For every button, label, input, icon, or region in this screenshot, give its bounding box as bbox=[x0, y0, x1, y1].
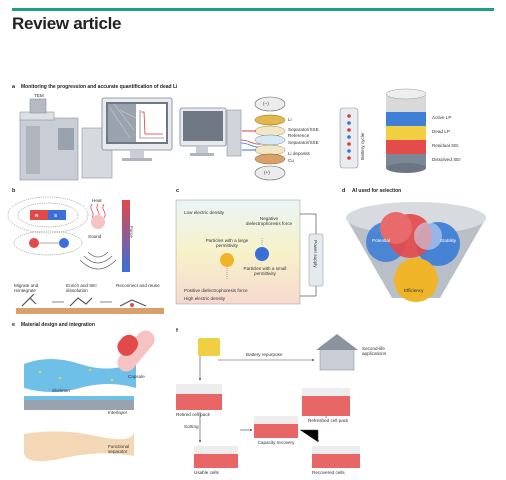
dielectrophoresis-graphic bbox=[175, 199, 324, 305]
negative-force-label: Negative dielectrophoresis force bbox=[245, 216, 293, 227]
panel-a-letter: a bbox=[12, 84, 16, 90]
small-permittivity-label: Particles with a small permittivity bbox=[243, 266, 287, 277]
functional-separator-graphic bbox=[24, 431, 134, 462]
battery-cycler-graphic bbox=[339, 107, 359, 169]
low-density-label: Low electric density bbox=[184, 210, 225, 215]
force-label: Force bbox=[129, 226, 134, 238]
minus-terminal-label: (−) bbox=[263, 101, 269, 106]
battery-cycler-label: Battery cycler bbox=[360, 132, 365, 160]
second-life-label: Second-life applications bbox=[362, 346, 387, 357]
skeleton-graphic bbox=[24, 359, 136, 392]
plus-terminal-label: (+) bbox=[264, 170, 270, 175]
tem-microscope-graphic bbox=[19, 98, 113, 181]
large-permittivity-label: Particles with a large permittivity bbox=[205, 238, 249, 249]
capacity-recovery-label: Capacity recovery bbox=[257, 440, 295, 445]
layer-active-lp: Active LP bbox=[432, 115, 452, 120]
capsule-label: Capsule bbox=[128, 374, 145, 379]
magnet-graphic bbox=[7, 196, 89, 256]
recovered-cells-label: Recovered cells bbox=[312, 470, 345, 475]
heat-label: Heat bbox=[92, 198, 102, 203]
cycler-monitor-graphic bbox=[179, 107, 263, 157]
positive-force-label: Positive dielectrophoresis force bbox=[184, 288, 248, 293]
usable-cells-label: Usable cells bbox=[194, 470, 219, 475]
sound-label: Sound bbox=[88, 234, 102, 239]
panel-e-title: Material design and integration bbox=[21, 322, 95, 328]
li-label: Li bbox=[288, 117, 292, 122]
power-supply-label: Power supply bbox=[313, 240, 318, 268]
panel-f-letter: f bbox=[176, 328, 178, 334]
step-enrich: Enrich and SEI dissolution bbox=[66, 283, 97, 294]
retired-cell-pack-graphic bbox=[176, 338, 222, 410]
layer-residual-sei: Residual SEI bbox=[432, 143, 459, 148]
battery-repurpose-label: Battery repurpose bbox=[246, 352, 283, 357]
interlayer-label: Interlayer bbox=[108, 410, 128, 415]
step-migrate: Migrate and reintegrate bbox=[14, 283, 39, 294]
tem-label: TEM bbox=[34, 93, 44, 98]
refreshed-pack-label: Refreshed cell pack bbox=[308, 418, 349, 423]
reference-label: Reference bbox=[288, 133, 310, 138]
retired-pack-label: Retired cell pack bbox=[176, 412, 210, 417]
header-accent-bar bbox=[12, 8, 494, 11]
force-gradient-bar bbox=[122, 200, 130, 272]
cu-label: Cu bbox=[288, 158, 294, 163]
refreshed-cell-pack-graphic bbox=[302, 388, 350, 416]
sound-graphic bbox=[79, 251, 117, 270]
capacity-recovery-graphic bbox=[254, 416, 298, 438]
magnet-n-label: N bbox=[35, 213, 39, 218]
panel-a-title: Monitoring the progression and accurate … bbox=[21, 84, 178, 90]
recovered-cells-graphic bbox=[312, 446, 360, 468]
separator-sse-label-2: Separator/SSE bbox=[288, 140, 319, 145]
efficiency-label: Efficiency bbox=[404, 288, 424, 293]
magnet-s-label: S bbox=[54, 213, 58, 218]
tem-monitor-graphic bbox=[101, 97, 173, 161]
house-graphic bbox=[316, 334, 358, 371]
process-steps-graphic bbox=[16, 293, 164, 314]
skeleton-label: Skeleton bbox=[52, 388, 70, 393]
stability-label: Stability bbox=[440, 238, 457, 243]
cell-stack-graphic bbox=[242, 96, 286, 181]
layer-dissolved-sei: Dissolved SEI bbox=[432, 157, 461, 162]
potential-label: Potential bbox=[372, 238, 390, 243]
separator-sse-label: Separator/SSE bbox=[288, 127, 319, 132]
ai-selection-funnel bbox=[346, 202, 486, 302]
usable-cells-graphic bbox=[194, 446, 238, 468]
sorting-label: Sorting bbox=[184, 424, 199, 429]
panel-c-letter: c bbox=[176, 188, 180, 194]
functional-separator-label: Functional separator bbox=[108, 444, 130, 455]
heat-graphic bbox=[90, 203, 106, 229]
panel-d-letter: d bbox=[342, 188, 346, 194]
capsule-graphic bbox=[117, 330, 155, 372]
high-density-label: High electric density bbox=[184, 296, 226, 301]
panel-e-letter: e bbox=[12, 322, 16, 328]
panel-d-title: AI used for selection bbox=[352, 188, 402, 194]
panel-b-letter: b bbox=[12, 188, 16, 194]
step-reconnect: Reconnect and reuse bbox=[116, 283, 160, 288]
flow-arrows bbox=[198, 356, 327, 443]
interlayer-graphic bbox=[24, 396, 134, 410]
page-title: Review article bbox=[12, 14, 122, 33]
li-deposits-label: Li deposits bbox=[288, 151, 310, 156]
li-quantification-cylinder bbox=[385, 88, 427, 173]
layer-dead-lp: Dead LP bbox=[432, 129, 450, 134]
